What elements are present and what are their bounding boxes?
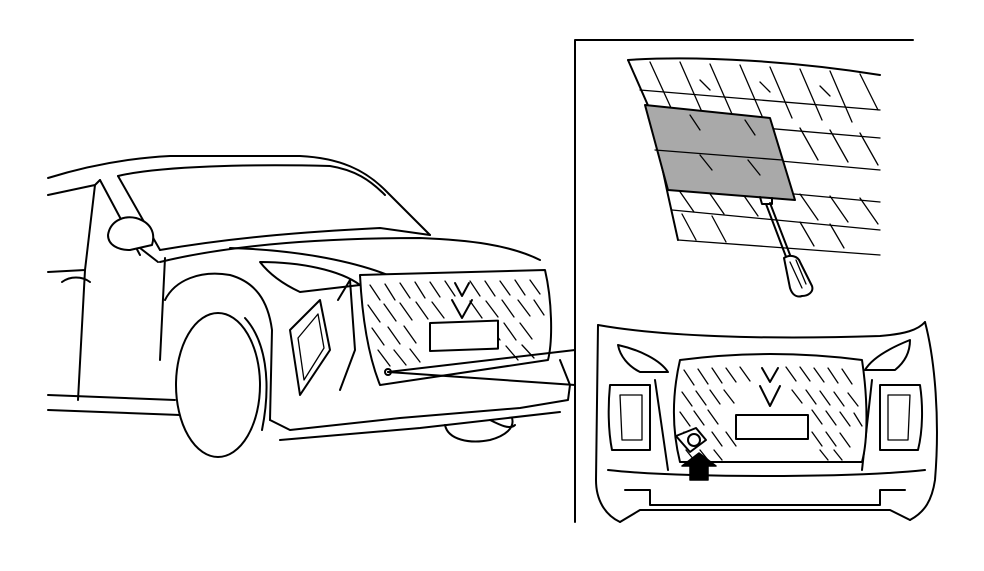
side-window [47,179,101,273]
roof-outline [47,155,431,236]
windshield-top [117,164,386,196]
lower-bumper [607,469,926,477]
bumper-license-plate [735,414,809,440]
door-handle [61,276,91,283]
grille-closeup [627,57,881,298]
bumper-emblem [759,367,781,407]
callout-line-lower [387,371,576,386]
screwdriver-icon [765,202,814,298]
callout-line-upper [387,349,576,373]
left-headlamp [617,344,669,373]
hood-edge [597,321,926,339]
left-corner-vent [289,299,331,396]
left-bumper-vent [607,384,651,451]
bumper-grille [673,353,868,463]
right-bumper-vent [879,384,924,451]
grille-closeup-top-edge [627,57,881,76]
front-wheel [175,312,261,458]
tow-eyelet-cover [644,104,796,201]
tow-eyelet-hole [687,433,701,447]
detail-frame [574,39,914,523]
door-line [77,257,166,401]
grille-emblem [451,282,473,319]
hood-line [159,237,541,263]
side-mirror [107,216,155,251]
license-plate [429,319,499,352]
vehicle-front-view [47,155,571,458]
front-fender [164,272,273,421]
tow-eyelet-opening [675,427,707,453]
bumper-front-view [595,321,938,523]
right-headlamp [864,339,911,371]
windshield-bottom [159,227,431,251]
up-arrow-icon [681,452,717,481]
